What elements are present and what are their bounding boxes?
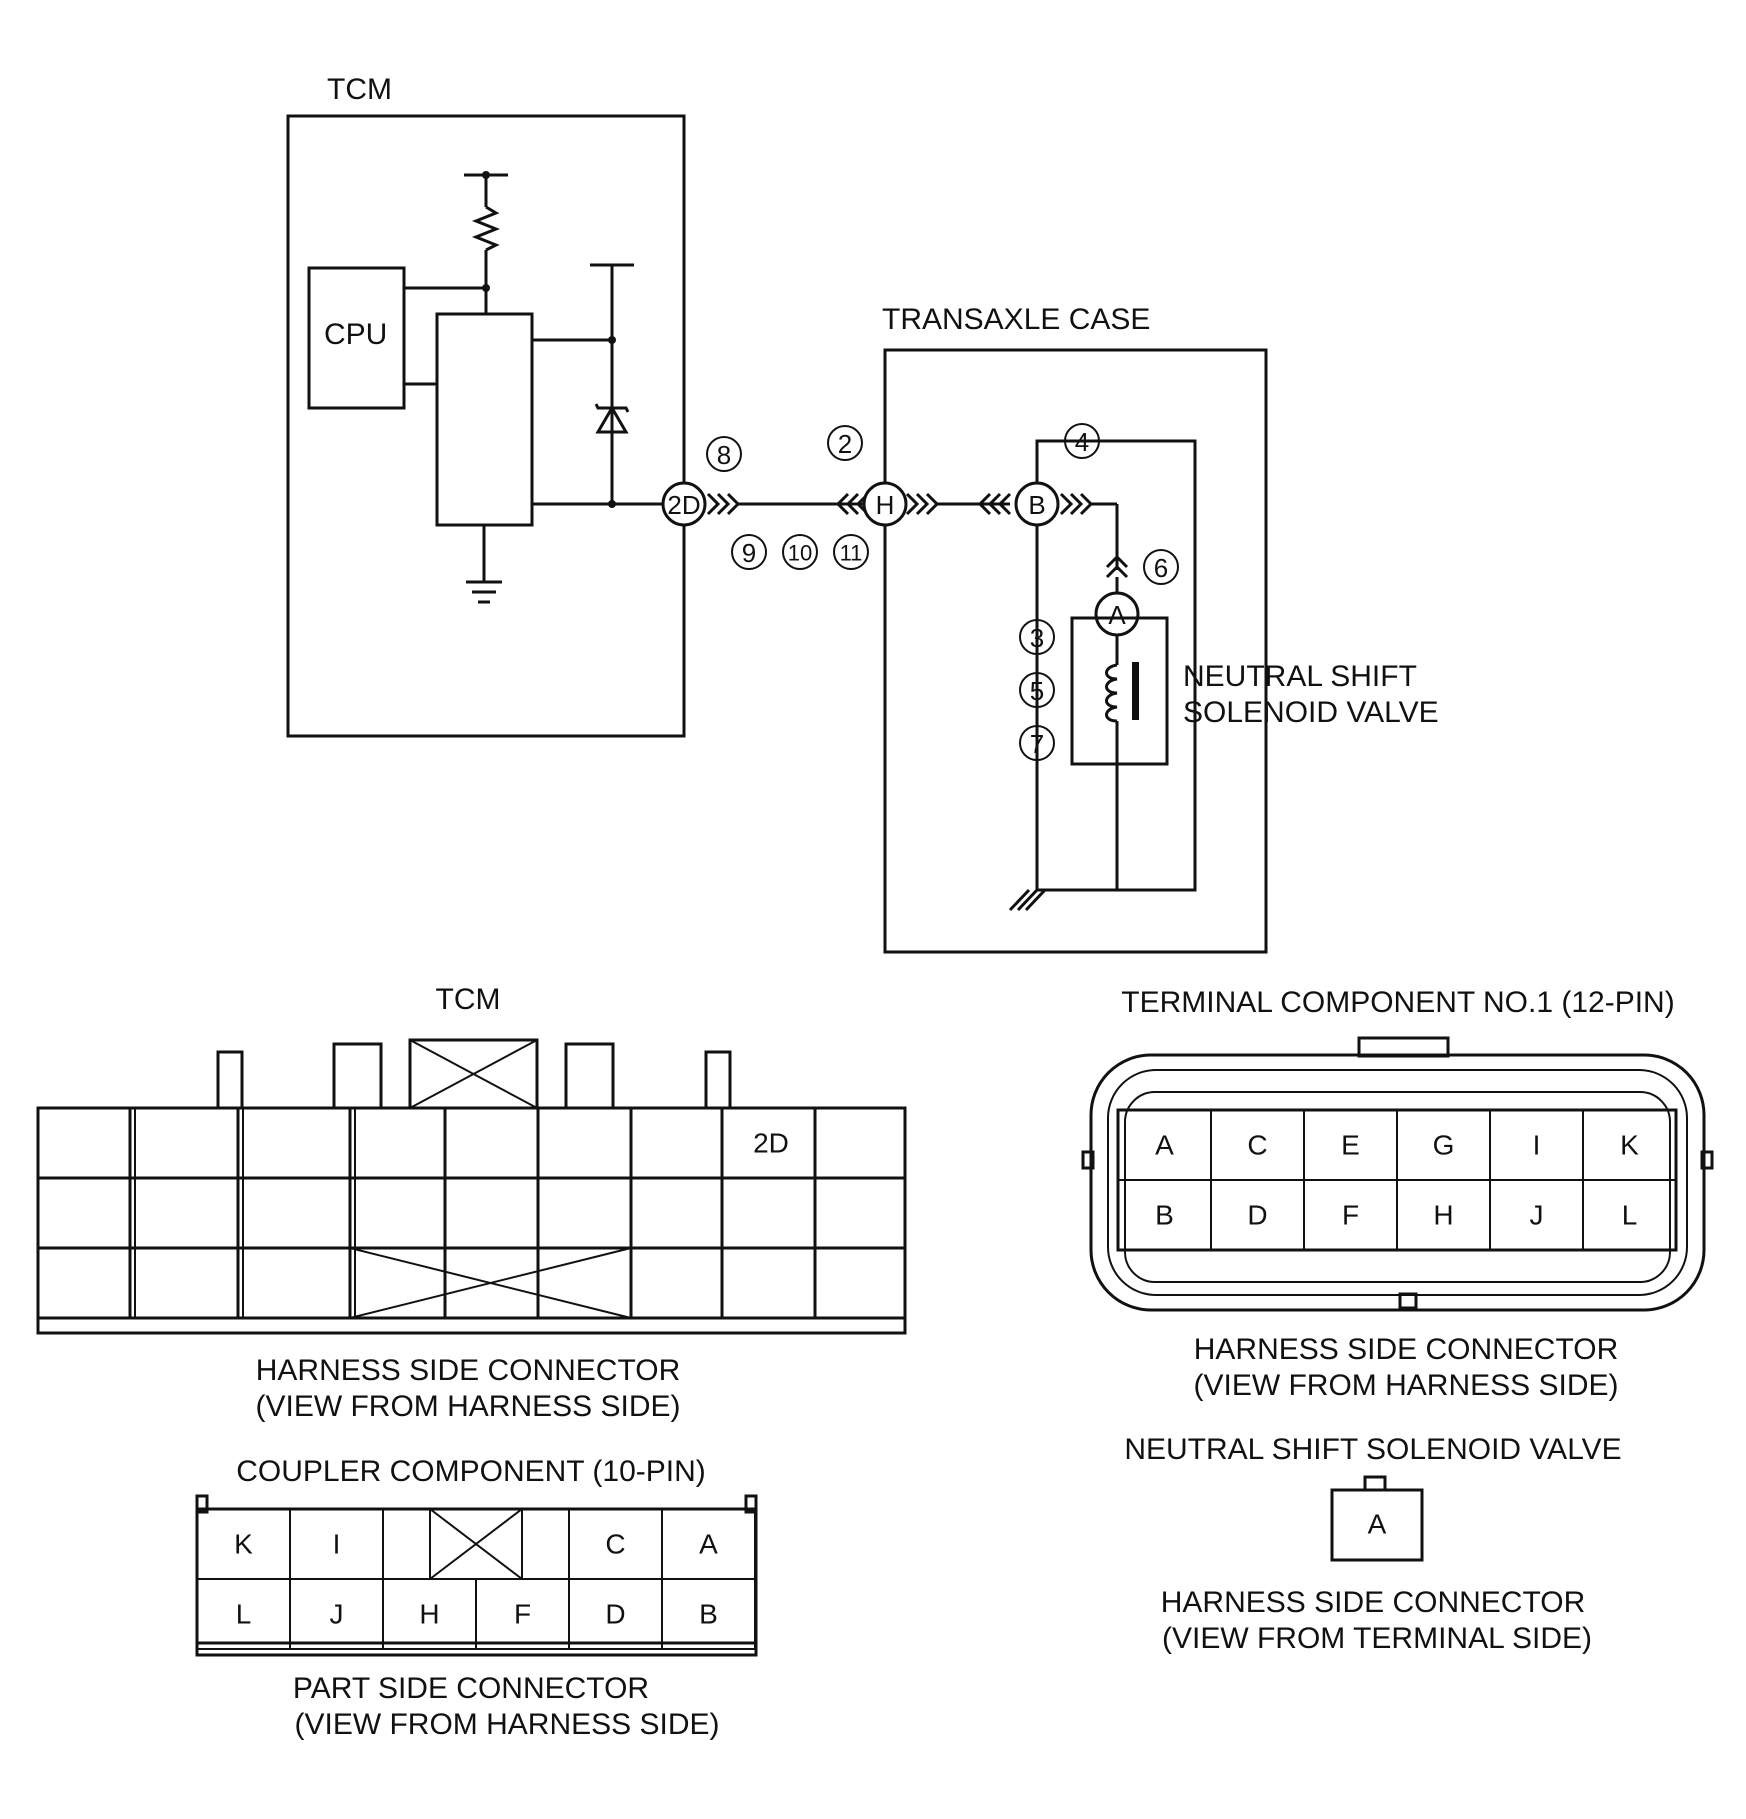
svg-text:6: 6 (1154, 553, 1168, 583)
pin-E: E (1341, 1130, 1360, 1161)
pin-K: K (1620, 1130, 1639, 1161)
zener-diode-symbol (594, 403, 630, 434)
coupler-pin-I: I (333, 1529, 341, 1560)
terminal-a-label: A (1108, 600, 1126, 630)
coupler-pin-F: F (514, 1599, 531, 1630)
step-marker-9: 9 (731, 534, 767, 570)
ground-symbol-case (1008, 888, 1047, 912)
schematic: TCM CPU 2D (286, 73, 1439, 954)
step-marker-2: 2 (827, 425, 863, 461)
coupler-pin-J: J (330, 1599, 344, 1630)
pin-I: I (1533, 1130, 1541, 1161)
terminal-component-caption-2: (VIEW FROM HARNESS SIDE) (1193, 1369, 1618, 1402)
terminal-h (862, 481, 908, 527)
terminal-component-caption-1: HARNESS SIDE CONNECTOR (1194, 1333, 1619, 1366)
terminal-component-title: TERMINAL COMPONENT NO.1 (12-PIN) (1121, 986, 1674, 1019)
step-marker-5: 5 (1019, 672, 1055, 708)
svg-text:4: 4 (1075, 427, 1089, 457)
tcm-connector-title: TCM (436, 983, 501, 1016)
tcm-connector-caption-2: (VIEW FROM HARNESS SIDE) (255, 1390, 680, 1423)
coupler-pin-K: K (234, 1529, 253, 1560)
step-marker-4: 4 (1064, 423, 1100, 459)
cpu-box (307, 266, 406, 410)
svg-text:10: 10 (788, 541, 812, 566)
terminal-b-label: B (1028, 490, 1045, 520)
svg-text:5: 5 (1030, 676, 1044, 706)
coupler-pin-B: B (699, 1599, 718, 1630)
svg-text:2: 2 (838, 429, 852, 459)
step-marker-8: 8 (706, 436, 742, 472)
svg-text:11: 11 (840, 541, 863, 566)
tcm-label: TCM (327, 73, 392, 106)
terminal-component-shell (1089, 1053, 1706, 1312)
connector-arrow-a (1105, 554, 1129, 569)
tcm-cell-2d: 2D (753, 1128, 789, 1159)
coupler-pin-L: L (236, 1599, 252, 1630)
pin-F: F (1342, 1200, 1359, 1231)
svg-text:8: 8 (717, 440, 731, 470)
coupler-caption-1: PART SIDE CONNECTOR (293, 1672, 649, 1705)
wire-loop-4 (1035, 439, 1197, 892)
terminal-2d-label: 2D (667, 490, 700, 520)
coupler-caption-2: (VIEW FROM HARNESS SIDE) (294, 1708, 719, 1741)
pin-D: D (1247, 1200, 1267, 1231)
terminal-h-label: H (876, 490, 895, 520)
step-marker-7: 7 (1019, 725, 1055, 761)
cpu-label: CPU (324, 318, 387, 351)
coupler-pin-A: A (699, 1529, 718, 1560)
coupler-pin-D: D (605, 1599, 625, 1630)
svg-text:9: 9 (742, 538, 756, 568)
tcm-box (286, 114, 686, 738)
solenoid-connector-pin-a (1330, 1488, 1424, 1562)
solenoid-connector-pin-label: A (1368, 1509, 1387, 1540)
coupler-pin-grid: K I C A L J H F D B (196, 1508, 756, 1650)
transaxle-label: TRANSAXLE CASE (882, 303, 1150, 336)
coupler-pin-H: H (419, 1599, 439, 1630)
solenoid-connector-caption-1: HARNESS SIDE CONNECTOR (1161, 1586, 1586, 1619)
solenoid-box (1070, 616, 1169, 766)
terminal-component-pin-grid: A C E G I K B D F H J L (1116, 1108, 1678, 1252)
solenoid-connector-caption-2: (VIEW FROM TERMINAL SIDE) (1162, 1622, 1592, 1655)
svg-text:3: 3 (1030, 623, 1044, 653)
connector-arrow-2d (706, 492, 721, 516)
solenoid-connector: NEUTRAL SHIFT SOLENOID VALVE A HARNESS S… (1124, 1433, 1621, 1655)
pin-G: G (1433, 1130, 1455, 1161)
coupler-component-title: COUPLER COMPONENT (10-PIN) (236, 1455, 706, 1488)
solenoid-label-line1: NEUTRAL SHIFT (1183, 660, 1417, 693)
step-marker-11: 11 (833, 534, 869, 570)
connector-arrow-h-left (835, 492, 850, 516)
tcm-pin-grid (36, 1106, 907, 1335)
step-marker-3: 3 (1019, 619, 1055, 655)
coupler-component: COUPLER COMPONENT (10-PIN) K I C A L J H F D B PA… (195, 1455, 758, 1741)
pin-L: L (1622, 1200, 1638, 1231)
coupler-pin-C: C (605, 1529, 625, 1560)
solenoid-coil-symbol (1105, 663, 1118, 723)
ground-symbol-tcm (466, 580, 502, 604)
pin-H: H (1433, 1200, 1453, 1231)
tcm-connector-caption-1: HARNESS SIDE CONNECTOR (256, 1354, 681, 1387)
resistor-symbol (471, 205, 501, 252)
solenoid-label-line2: SOLENOID VALVE (1183, 696, 1439, 729)
pin-B: B (1155, 1200, 1174, 1231)
step-marker-10: 10 (782, 534, 818, 570)
transaxle-case-box (883, 348, 1268, 954)
pin-A: A (1155, 1130, 1174, 1161)
pin-C: C (1247, 1130, 1267, 1161)
driver-ic-box (435, 312, 534, 527)
terminal-2d (661, 481, 707, 527)
solenoid-core-symbol (1132, 662, 1139, 720)
terminal-component: TERMINAL COMPONENT NO.1 (12-PIN) A C E G I K B… (1081, 986, 1714, 1402)
svg-text:7: 7 (1030, 729, 1044, 759)
step-marker-6: 6 (1143, 549, 1179, 585)
pin-J: J (1530, 1200, 1544, 1231)
solenoid-connector-title: NEUTRAL SHIFT SOLENOID VALVE (1124, 1433, 1621, 1466)
tcm-connector: TCM 2D HARNESS SIDE CONNECTOR (VIEW FROM… (36, 983, 907, 1423)
